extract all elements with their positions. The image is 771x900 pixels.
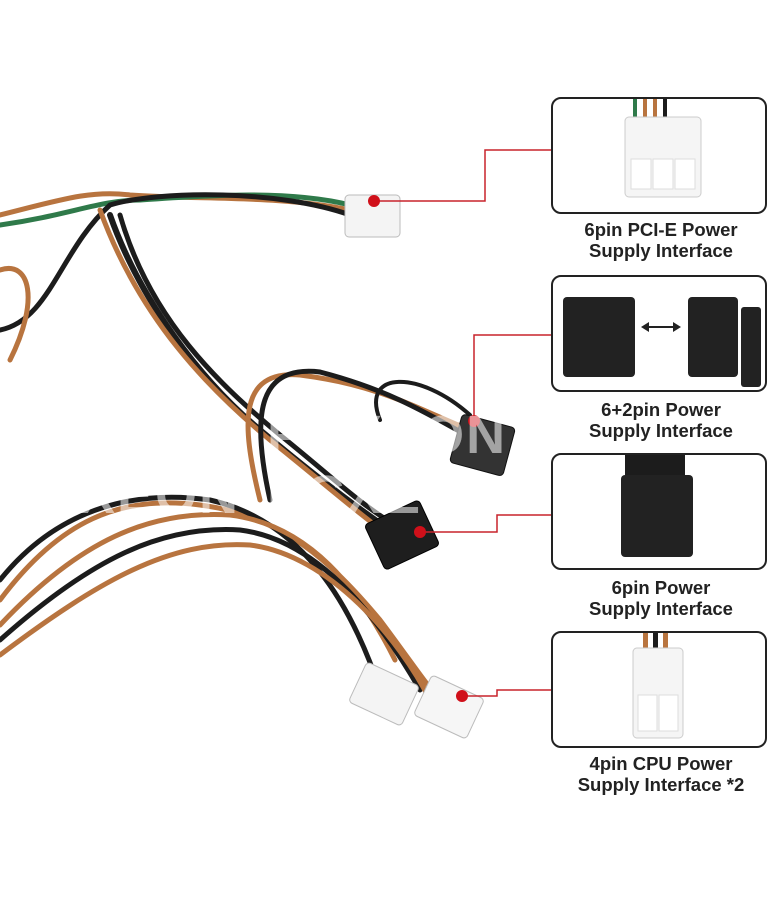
cpu-4pin-connectors bbox=[349, 662, 484, 739]
6pin-closeup bbox=[621, 455, 693, 557]
detail-box-pcie-6pin bbox=[551, 97, 767, 214]
double-arrow-icon bbox=[641, 322, 681, 332]
detail-box-6plus2pin bbox=[551, 275, 767, 392]
label-pcie-6pin: 6pin PCI-E Power Supply Interface bbox=[551, 219, 771, 261]
label-line: 6pin Power bbox=[611, 577, 711, 598]
cpu-4pin-closeup bbox=[632, 633, 684, 739]
label-cpu-4pin: 4pin CPU Power Supply Interface *2 bbox=[551, 753, 771, 795]
label-line: Supply Interface bbox=[589, 240, 733, 261]
callout-lines bbox=[374, 149, 551, 697]
6plus2pin-closeup bbox=[563, 297, 761, 387]
label-line: Supply Interface bbox=[589, 598, 733, 619]
label-line: 6pin PCI-E Power bbox=[584, 219, 738, 240]
label-6pin: 6pin Power Supply Interface bbox=[551, 577, 771, 619]
callout-dots bbox=[368, 195, 480, 702]
detail-box-6pin bbox=[551, 453, 767, 570]
label-line: Supply Interface bbox=[589, 420, 733, 441]
label-line: Supply Interface *2 bbox=[577, 774, 745, 795]
label-line: 4pin CPU Power bbox=[589, 753, 733, 774]
label-line: 6+2pin Power bbox=[601, 399, 721, 420]
6plus2pin-connector bbox=[449, 414, 516, 476]
6pin-connector bbox=[365, 500, 439, 570]
label-6plus2pin: 6+2pin Power Supply Interface bbox=[551, 399, 771, 441]
detail-box-cpu-4pin bbox=[551, 631, 767, 748]
pcie-6pin-closeup bbox=[624, 99, 702, 198]
pcie-6pin-connector bbox=[344, 194, 401, 238]
